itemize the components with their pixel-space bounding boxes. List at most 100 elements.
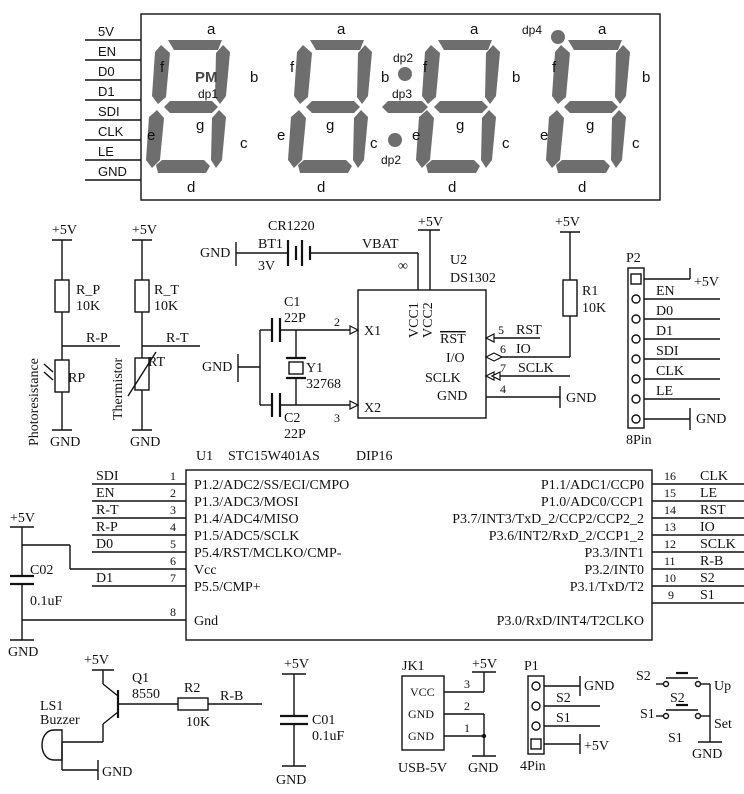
svg-text:P1.4/ADC4/MISO: P1.4/ADC4/MISO [194,512,299,527]
svg-text:a: a [470,21,479,38]
svg-text:8: 8 [170,605,176,619]
display-pin-5v: 5V [98,24,114,39]
svg-text:Up: Up [714,679,731,694]
svg-text:Set: Set [714,717,732,732]
display-pin-labels: 5V EN D0 D1 SDI CLK LE GND [98,24,127,179]
svg-text:b: b [381,69,389,86]
svg-text:C01: C01 [312,713,335,728]
rtc-circuit: GND CR1220 BT1 3V VBAT ∞ +5V U2 DS1302 V… [200,215,606,442]
svg-text:f: f [552,59,557,76]
svg-text:S1: S1 [700,588,715,603]
svg-text:dp4: dp4 [522,23,542,37]
svg-text:Q1: Q1 [132,671,149,686]
svg-text:P3.2/INT0: P3.2/INT0 [585,563,645,578]
svg-text:GND: GND [696,412,726,427]
svg-text:7: 7 [500,361,506,375]
thermistor-circuit: +5V R_T 10K R-T RT GND Thermistor [111,223,200,450]
dp1-label: dp1 [198,87,218,101]
svg-text:P3.6/INT2/RxD_2/CCP1_2: P3.6/INT2/RxD_2/CCP1_2 [489,529,644,544]
svg-text:D1: D1 [96,571,113,586]
svg-text:g: g [456,117,464,134]
display-pin-d0: D0 [98,64,115,79]
svg-text:P1.1/ADC1/CCP0: P1.1/ADC1/CCP0 [541,478,644,493]
svg-text:P1: P1 [524,659,539,674]
svg-text:R2: R2 [184,681,200,696]
svg-text:e: e [412,127,420,144]
svg-text:+5V: +5V [10,511,35,526]
svg-text:S1: S1 [640,707,655,722]
r2-resistor [177,697,209,711]
svg-text:LE: LE [656,384,673,399]
svg-text:GND: GND [130,435,160,450]
svg-text:b: b [512,69,520,86]
svg-text:3: 3 [464,677,470,691]
svg-text:Vcc: Vcc [194,563,217,578]
svg-text:∞: ∞ [398,259,408,274]
svg-text:VCC2: VCC2 [421,302,436,338]
svg-text:GND: GND [566,391,596,406]
svg-text:Buzzer: Buzzer [40,713,80,728]
buzzer-circuit: +5V Q1 8550 R2 10K R-B LS1 Buzzer GND [40,653,262,780]
mcu-u1: U1 STC15W401AS DIP16 SDI EN R-T R-P D0 D… [8,449,744,660]
svg-text:22P: 22P [284,311,306,326]
svg-text:e: e [540,127,548,144]
digit-2: a f b g e c d [277,21,389,196]
svg-text:e: e [147,127,155,144]
svg-text:c: c [240,135,248,152]
svg-text:0.1uF: 0.1uF [30,594,63,609]
svg-text:4: 4 [500,382,506,396]
jk1-body [401,675,445,751]
svg-text:4: 4 [170,520,176,534]
svg-text:SCLK: SCLK [425,371,461,386]
display-pin-d1: D1 [98,84,115,99]
svg-text:dp2: dp2 [393,51,413,65]
push-buttons: S2 S2 Up S1 S1 Set GND [636,669,732,762]
svg-text:+5V: +5V [694,275,719,290]
svg-text:USB-5V: USB-5V [398,761,447,776]
svg-text:RT: RT [148,355,165,370]
photoresistor-circuit: +5V R_P 10K R-P RP GND Photoresistance [27,223,120,450]
p1-header: P1 GND S2 S1 +5V 4Pin [520,659,614,774]
svg-text:b: b [250,69,258,86]
svg-text:d: d [578,179,586,196]
svg-text:f: f [160,59,165,76]
svg-text:e: e [277,127,285,144]
svg-text:22P: 22P [284,427,306,442]
svg-text:P3.0/RxD/INT4/T2CLKO: P3.0/RxD/INT4/T2CLKO [497,614,644,629]
svg-text:dp2: dp2 [381,153,401,167]
dp2-lower-dot [388,133,402,147]
r-p-resistor [54,279,70,313]
svg-text:+5V: +5V [555,215,580,230]
svg-text:R-T: R-T [96,503,119,518]
svg-text:+5V: +5V [132,223,157,238]
svg-text:R_T: R_T [154,283,179,298]
svg-text:10K: 10K [154,299,178,314]
svg-text:P1.5/ADC5/SCLK: P1.5/ADC5/SCLK [194,529,299,544]
svg-text:SCLK: SCLK [700,537,736,552]
svg-text:d: d [448,179,456,196]
svg-text:R-T: R-T [166,331,189,346]
svg-text:11: 11 [664,554,676,568]
digit-4: dp4 a f b g e c d [522,21,650,196]
svg-text:R-B: R-B [220,689,243,704]
svg-text:0.1uF: 0.1uF [312,729,345,744]
svg-text:d: d [317,179,325,196]
pm-indicator: PM [195,69,218,86]
svg-text:RP: RP [68,371,85,386]
svg-text:S2: S2 [556,691,571,706]
svg-text:GND: GND [468,761,498,776]
svg-text:10K: 10K [186,715,210,730]
svg-text:R-P: R-P [86,331,108,346]
svg-text:P1.0/ADC0/CCP1: P1.0/ADC0/CCP1 [541,495,644,510]
display-pin-lines [85,39,141,181]
svg-text:D0: D0 [656,304,673,319]
svg-text:f: f [290,59,295,76]
display-pin-le: LE [98,144,114,159]
buzzer-symbol [41,729,63,761]
svg-text:LS1: LS1 [40,699,63,714]
svg-text:RST: RST [516,323,542,338]
svg-text:+5V: +5V [284,657,309,672]
p1-body [527,675,545,755]
svg-text:R_P: R_P [76,283,100,298]
p2-header: P2 +5V EN D0 D1 SDI CLK LE GND 8Pin [626,251,726,448]
